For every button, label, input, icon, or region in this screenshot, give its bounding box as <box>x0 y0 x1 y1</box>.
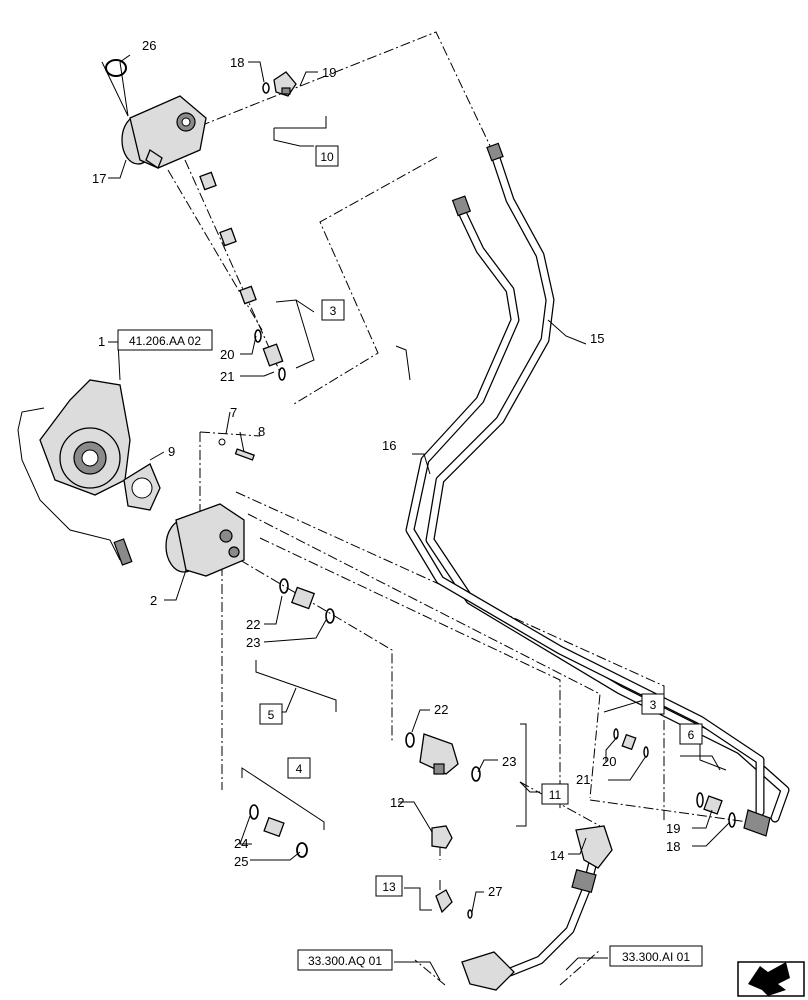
svg-text:33.300.AQ 01: 33.300.AQ 01 <box>308 954 382 968</box>
callout-25: 25 <box>234 854 248 869</box>
group-box-3-top[interactable]: 3 <box>321 299 345 321</box>
svg-text:10: 10 <box>320 150 334 164</box>
adapter-left[interactable] <box>290 586 316 610</box>
callout-21-right: 21 <box>576 772 590 787</box>
centerlines <box>167 31 749 986</box>
callout-24: 24 <box>234 836 248 851</box>
group-box-3-right[interactable]: 3 <box>641 693 665 715</box>
callout-27: 27 <box>488 884 502 899</box>
svg-text:3: 3 <box>650 698 657 712</box>
callout-20-top: 20 <box>220 347 234 362</box>
callout-19-right: 19 <box>666 821 680 836</box>
o-ring-25[interactable] <box>296 842 308 858</box>
seal-27[interactable] <box>467 909 473 919</box>
svg-text:13: 13 <box>382 880 396 894</box>
bolt-7-8[interactable] <box>218 438 255 461</box>
ref-link-41-206-aa-02[interactable]: 41.206.AA 02 <box>117 329 213 351</box>
callout-22-left: 22 <box>246 617 260 632</box>
callout-23-mid: 23 <box>502 754 516 769</box>
gasket-9[interactable] <box>123 463 161 511</box>
seal-23-left[interactable] <box>325 608 335 624</box>
callout-14: 14 <box>550 848 564 863</box>
elbow-fitting-mid[interactable] <box>419 733 459 775</box>
tee-fitting-13[interactable] <box>435 889 453 914</box>
seal-23-mid[interactable] <box>471 766 481 782</box>
callout-7: 7 <box>230 405 237 420</box>
o-ring-26[interactable] <box>105 59 127 77</box>
callout-labels: 26 17 18 19 1 20 21 7 8 9 2 22 23 22 23 … <box>92 38 680 899</box>
callout-8: 8 <box>258 424 265 439</box>
adapter-25[interactable] <box>263 816 285 838</box>
leader-lines <box>108 54 731 981</box>
callout-18-top: 18 <box>230 55 244 70</box>
seal-22-left[interactable] <box>279 578 289 594</box>
gearbox-housing-1[interactable] <box>17 379 133 566</box>
hose-assembly-16[interactable] <box>405 195 771 837</box>
hydraulic-pump-2[interactable] <box>165 503 245 577</box>
nut-12[interactable] <box>431 825 453 849</box>
callout-26: 26 <box>142 38 156 53</box>
group-box-5[interactable]: 5 <box>259 703 283 725</box>
callout-23-left: 23 <box>246 635 260 650</box>
group-box-13[interactable]: 13 <box>375 875 403 897</box>
fitting-20-21-top[interactable] <box>254 329 286 381</box>
svg-text:3: 3 <box>330 304 337 318</box>
callout-15: 15 <box>590 331 604 346</box>
fitting-19-top[interactable] <box>273 71 297 97</box>
group-box-4[interactable]: 4 <box>287 757 311 779</box>
seal-22-mid[interactable] <box>405 732 415 748</box>
callout-22-mid: 22 <box>434 702 448 717</box>
seal-18-top[interactable] <box>262 82 270 94</box>
svg-text:33.300.AI 01: 33.300.AI 01 <box>622 950 690 964</box>
svg-text:11: 11 <box>549 788 562 802</box>
ref-link-33-300-ai-01[interactable]: 33.300.AI 01 <box>609 945 703 967</box>
svg-text:41.206.AA 02: 41.206.AA 02 <box>129 334 201 348</box>
callout-20-right: 20 <box>602 754 616 769</box>
callout-17: 17 <box>92 171 106 186</box>
callout-9: 9 <box>168 444 175 459</box>
svg-text:5: 5 <box>268 708 275 722</box>
adapters-column[interactable] <box>199 171 257 305</box>
hydraulic-motor-17[interactable] <box>121 95 207 169</box>
fitting-18-19-right[interactable] <box>696 792 736 828</box>
svg-text:4: 4 <box>296 762 303 776</box>
callout-1: 1 <box>98 334 105 349</box>
next-page-arrow-icon[interactable] <box>737 961 805 997</box>
svg-text:6: 6 <box>688 728 695 742</box>
callout-12: 12 <box>390 795 404 810</box>
group-box-6[interactable]: 6 <box>679 723 703 745</box>
fitting-20-21-right[interactable] <box>613 728 649 758</box>
callout-21-top: 21 <box>220 369 234 384</box>
group-box-11[interactable]: 11 <box>541 783 569 805</box>
seal-24[interactable] <box>249 804 259 820</box>
ref-link-33-300-aq-01[interactable]: 33.300.AQ 01 <box>297 949 393 971</box>
group-box-10[interactable]: 10 <box>315 145 339 167</box>
callout-19-top: 19 <box>322 65 336 80</box>
hose-assembly-14[interactable] <box>461 825 613 991</box>
callout-16: 16 <box>382 438 396 453</box>
callout-2: 2 <box>150 593 157 608</box>
callout-18-right: 18 <box>666 839 680 854</box>
hose-assembly-15[interactable] <box>425 142 790 823</box>
